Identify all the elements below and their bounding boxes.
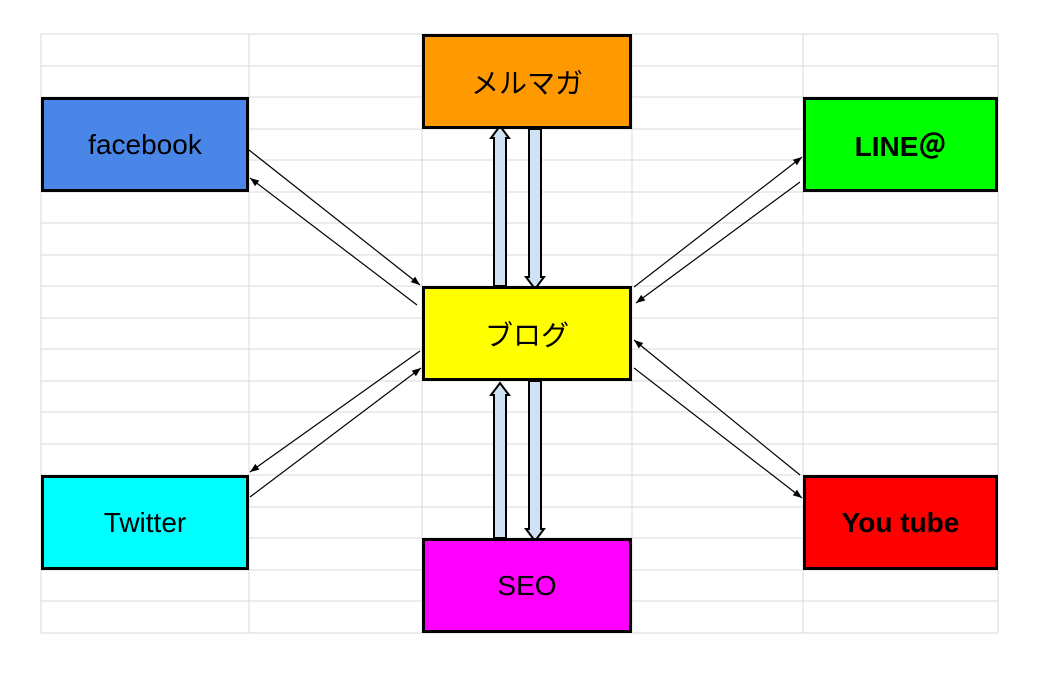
node-blog-label: ブログ bbox=[484, 319, 569, 351]
node-line: LINE＠ bbox=[803, 97, 998, 192]
thin-arrow-head bbox=[634, 340, 644, 349]
thin-arrow-head bbox=[410, 276, 420, 285]
node-seo-label: SEO bbox=[497, 569, 557, 601]
thin-arrow-line bbox=[633, 367, 803, 499]
node-line-label: LINE＠ bbox=[854, 130, 947, 162]
thin-arrow-line bbox=[249, 367, 422, 498]
node-mailmag-label: メルマガ bbox=[470, 67, 583, 99]
block-arrow bbox=[524, 128, 546, 291]
node-blog: ブログ bbox=[422, 286, 632, 381]
block-arrow bbox=[489, 381, 511, 539]
thin-arrow-line bbox=[633, 339, 801, 476]
block-arrow bbox=[524, 380, 546, 543]
thin-arrow-line bbox=[635, 181, 801, 304]
node-facebook-label: facebook bbox=[88, 128, 202, 160]
thin-arrow-head bbox=[411, 368, 421, 377]
thin-arrow-head bbox=[250, 463, 260, 472]
node-mailmag: メルマガ bbox=[422, 34, 632, 129]
thin-arrow-line bbox=[249, 177, 418, 306]
thin-arrow-head bbox=[250, 178, 260, 187]
thin-arrow-head bbox=[792, 489, 802, 498]
node-twitter-label: Twitter bbox=[103, 506, 187, 538]
node-youtube: You tube bbox=[803, 475, 998, 570]
thin-arrow-head bbox=[636, 294, 646, 303]
node-twitter: Twitter bbox=[41, 475, 249, 570]
node-seo: SEO bbox=[422, 538, 632, 633]
node-facebook: facebook bbox=[41, 97, 249, 192]
block-arrow bbox=[489, 124, 511, 287]
node-youtube-label: You tube bbox=[841, 506, 960, 538]
thin-arrow-line bbox=[633, 156, 803, 288]
thin-arrow-head bbox=[792, 157, 802, 166]
thin-arrow-line bbox=[249, 350, 421, 473]
connector-arrows bbox=[248, 124, 803, 543]
thin-arrow-line bbox=[248, 149, 421, 286]
